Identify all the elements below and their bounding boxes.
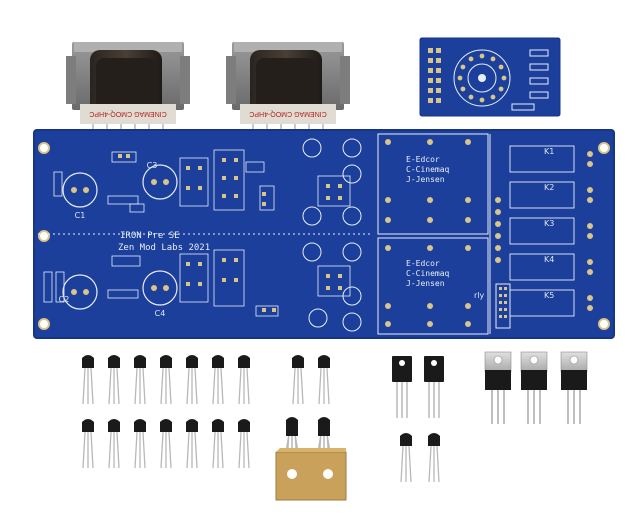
to220-regulator [484,351,512,424]
board-title: IRON Pre SE [120,231,180,241]
board-maker: Zen Mod Labs 2021 [118,243,210,253]
cap-label-c4: C4 [155,309,166,318]
to220-regulator [560,351,588,424]
to92-transistor [212,419,224,469]
relay-k5: K5 [544,291,554,300]
to92-transistor [160,355,172,405]
to92-transistor [238,355,250,405]
transformer-left-label: CINEMAG CMOQ-4HPC [89,110,166,117]
to220-regulators [484,351,588,424]
transformer-right: CINEMAG CMOQ-4HPC [226,42,350,132]
to126-transistors [392,356,444,418]
transformer-right-label: CINEMAG CMOQ-4HPC [249,110,326,117]
svg-text:E-Edcor: E-Edcor [406,259,440,268]
switch-pcb [419,37,561,117]
relay-header-label: rly [474,291,485,300]
svg-text:C-Cinemaq: C-Cinemaq [406,269,450,278]
to92-transistor [108,419,120,469]
xfmr-option-block-b: E-Edcor C-Cinemaq J-Jensen [385,245,471,327]
mounting-holes [38,142,610,330]
to126-transistor [392,356,412,418]
svg-text:E-Edcor: E-Edcor [406,155,440,164]
to92-transistor [186,419,198,469]
main-pcb: C1 C3 C2 C4 [33,129,615,339]
svg-text:J-Jensen: J-Jensen [406,279,445,288]
relay-k2: K2 [544,183,554,192]
to92-transistor [82,419,94,469]
to92-transistor [108,355,120,405]
to92-transistors [82,355,440,483]
svg-text:J-Jensen: J-Jensen [406,175,445,184]
to92-transistor [160,419,172,469]
component-footprints [43,149,351,317]
cap-label-c3: C3 [147,161,158,170]
relay-k1: K1 [544,147,554,156]
to220-regulator [520,351,548,424]
relay-k3: K3 [544,219,554,228]
header-pads-left [428,48,441,103]
cap-label-c1: C1 [75,211,86,220]
rotary-switch-footprint [453,49,511,107]
relay-section: K1 K2 K3 K4 K5 rly [474,145,593,329]
resistor-footprints [511,49,549,111]
rotary-pads [457,53,507,103]
to92-transistor [212,355,224,405]
xfmr-option-block-a: E-Edcor C-Cinemaq J-Jensen [385,139,471,223]
to92-transistor [238,419,250,469]
to92-transistor [428,433,440,483]
transformer-left: CINEMAG CMOQ-4HPC [66,42,190,132]
to126-transistor [424,356,444,418]
to92-transistor [134,355,146,405]
to92-transistor [134,419,146,469]
to92-transistor [292,355,304,405]
to92-transistor [318,355,330,405]
to92-transistor [82,355,94,405]
thermal-pad [275,448,347,501]
cap-footprints [62,164,178,310]
to92-transistor [400,433,412,483]
relay-k4: K4 [544,255,554,264]
to92-transistor [186,355,198,405]
svg-text:C-Cinemaq: C-Cinemaq [406,165,450,174]
